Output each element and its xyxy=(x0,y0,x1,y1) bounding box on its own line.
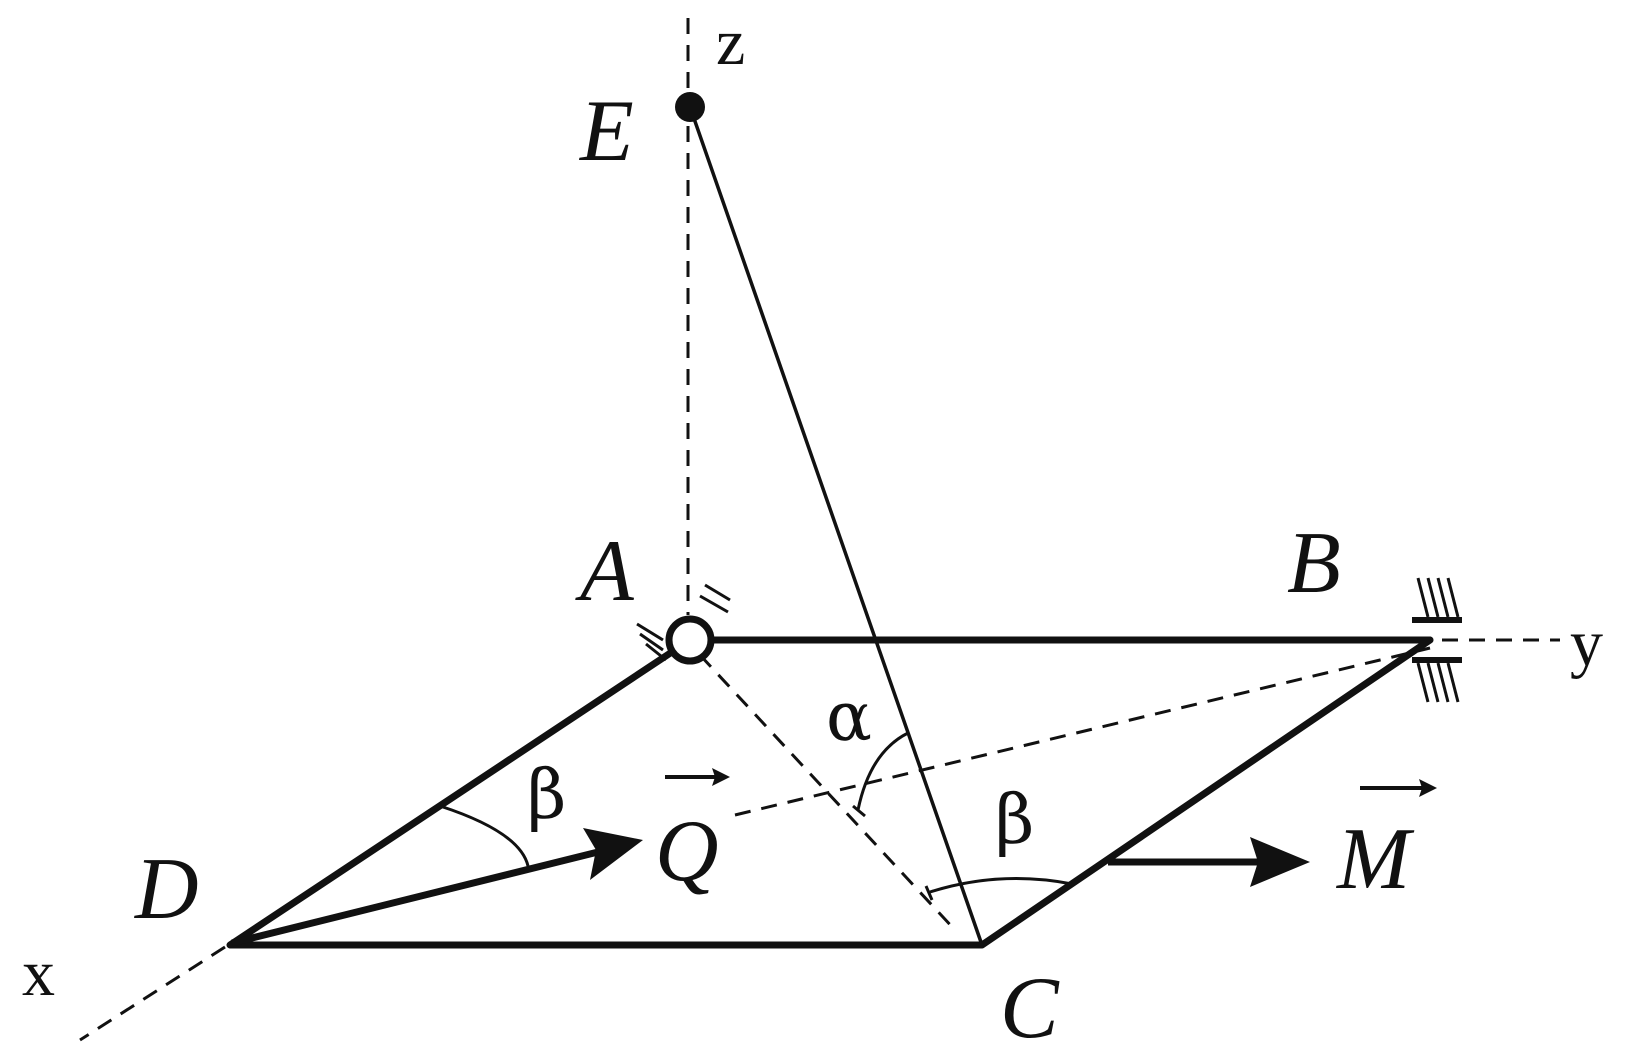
hinge-a-hatch xyxy=(636,583,731,662)
cable-e-c xyxy=(688,106,984,946)
label-beta-right: β xyxy=(995,781,1034,860)
angle-arc-beta-right xyxy=(929,877,1073,894)
label-m: M xyxy=(1335,811,1415,908)
label-beta-left: β xyxy=(527,756,566,835)
angle-tick-alpha xyxy=(852,804,866,818)
label-d: D xyxy=(134,841,199,938)
q-vector-bar-head xyxy=(712,768,730,786)
label-b: B xyxy=(1287,515,1341,612)
angle-arc-alpha xyxy=(856,731,909,811)
label-alpha: α xyxy=(826,678,872,757)
force-q-arrowhead xyxy=(583,828,643,880)
m-vector-bar-head xyxy=(1419,779,1437,797)
point-e-dot xyxy=(675,92,705,122)
dashed-line-q-b xyxy=(734,646,1431,817)
label-x: x xyxy=(22,937,55,1010)
label-z: z xyxy=(716,6,745,79)
label-q: Q xyxy=(655,803,719,900)
force-q-arrow xyxy=(231,848,599,947)
dashed-line-a-c xyxy=(698,653,957,932)
label-y: y xyxy=(1570,607,1603,680)
angle-arc-beta-left xyxy=(439,804,530,867)
label-c: C xyxy=(1000,960,1060,1057)
label-a: A xyxy=(575,523,635,620)
plate-outline xyxy=(226,636,1434,949)
label-e: E xyxy=(578,83,634,180)
moment-m-arrowhead xyxy=(1250,837,1310,887)
angle-tick-beta-right xyxy=(924,885,934,901)
x-axis xyxy=(79,945,226,1042)
hinge-a-circle xyxy=(665,615,715,665)
bearing-b-hatch xyxy=(1412,577,1462,703)
